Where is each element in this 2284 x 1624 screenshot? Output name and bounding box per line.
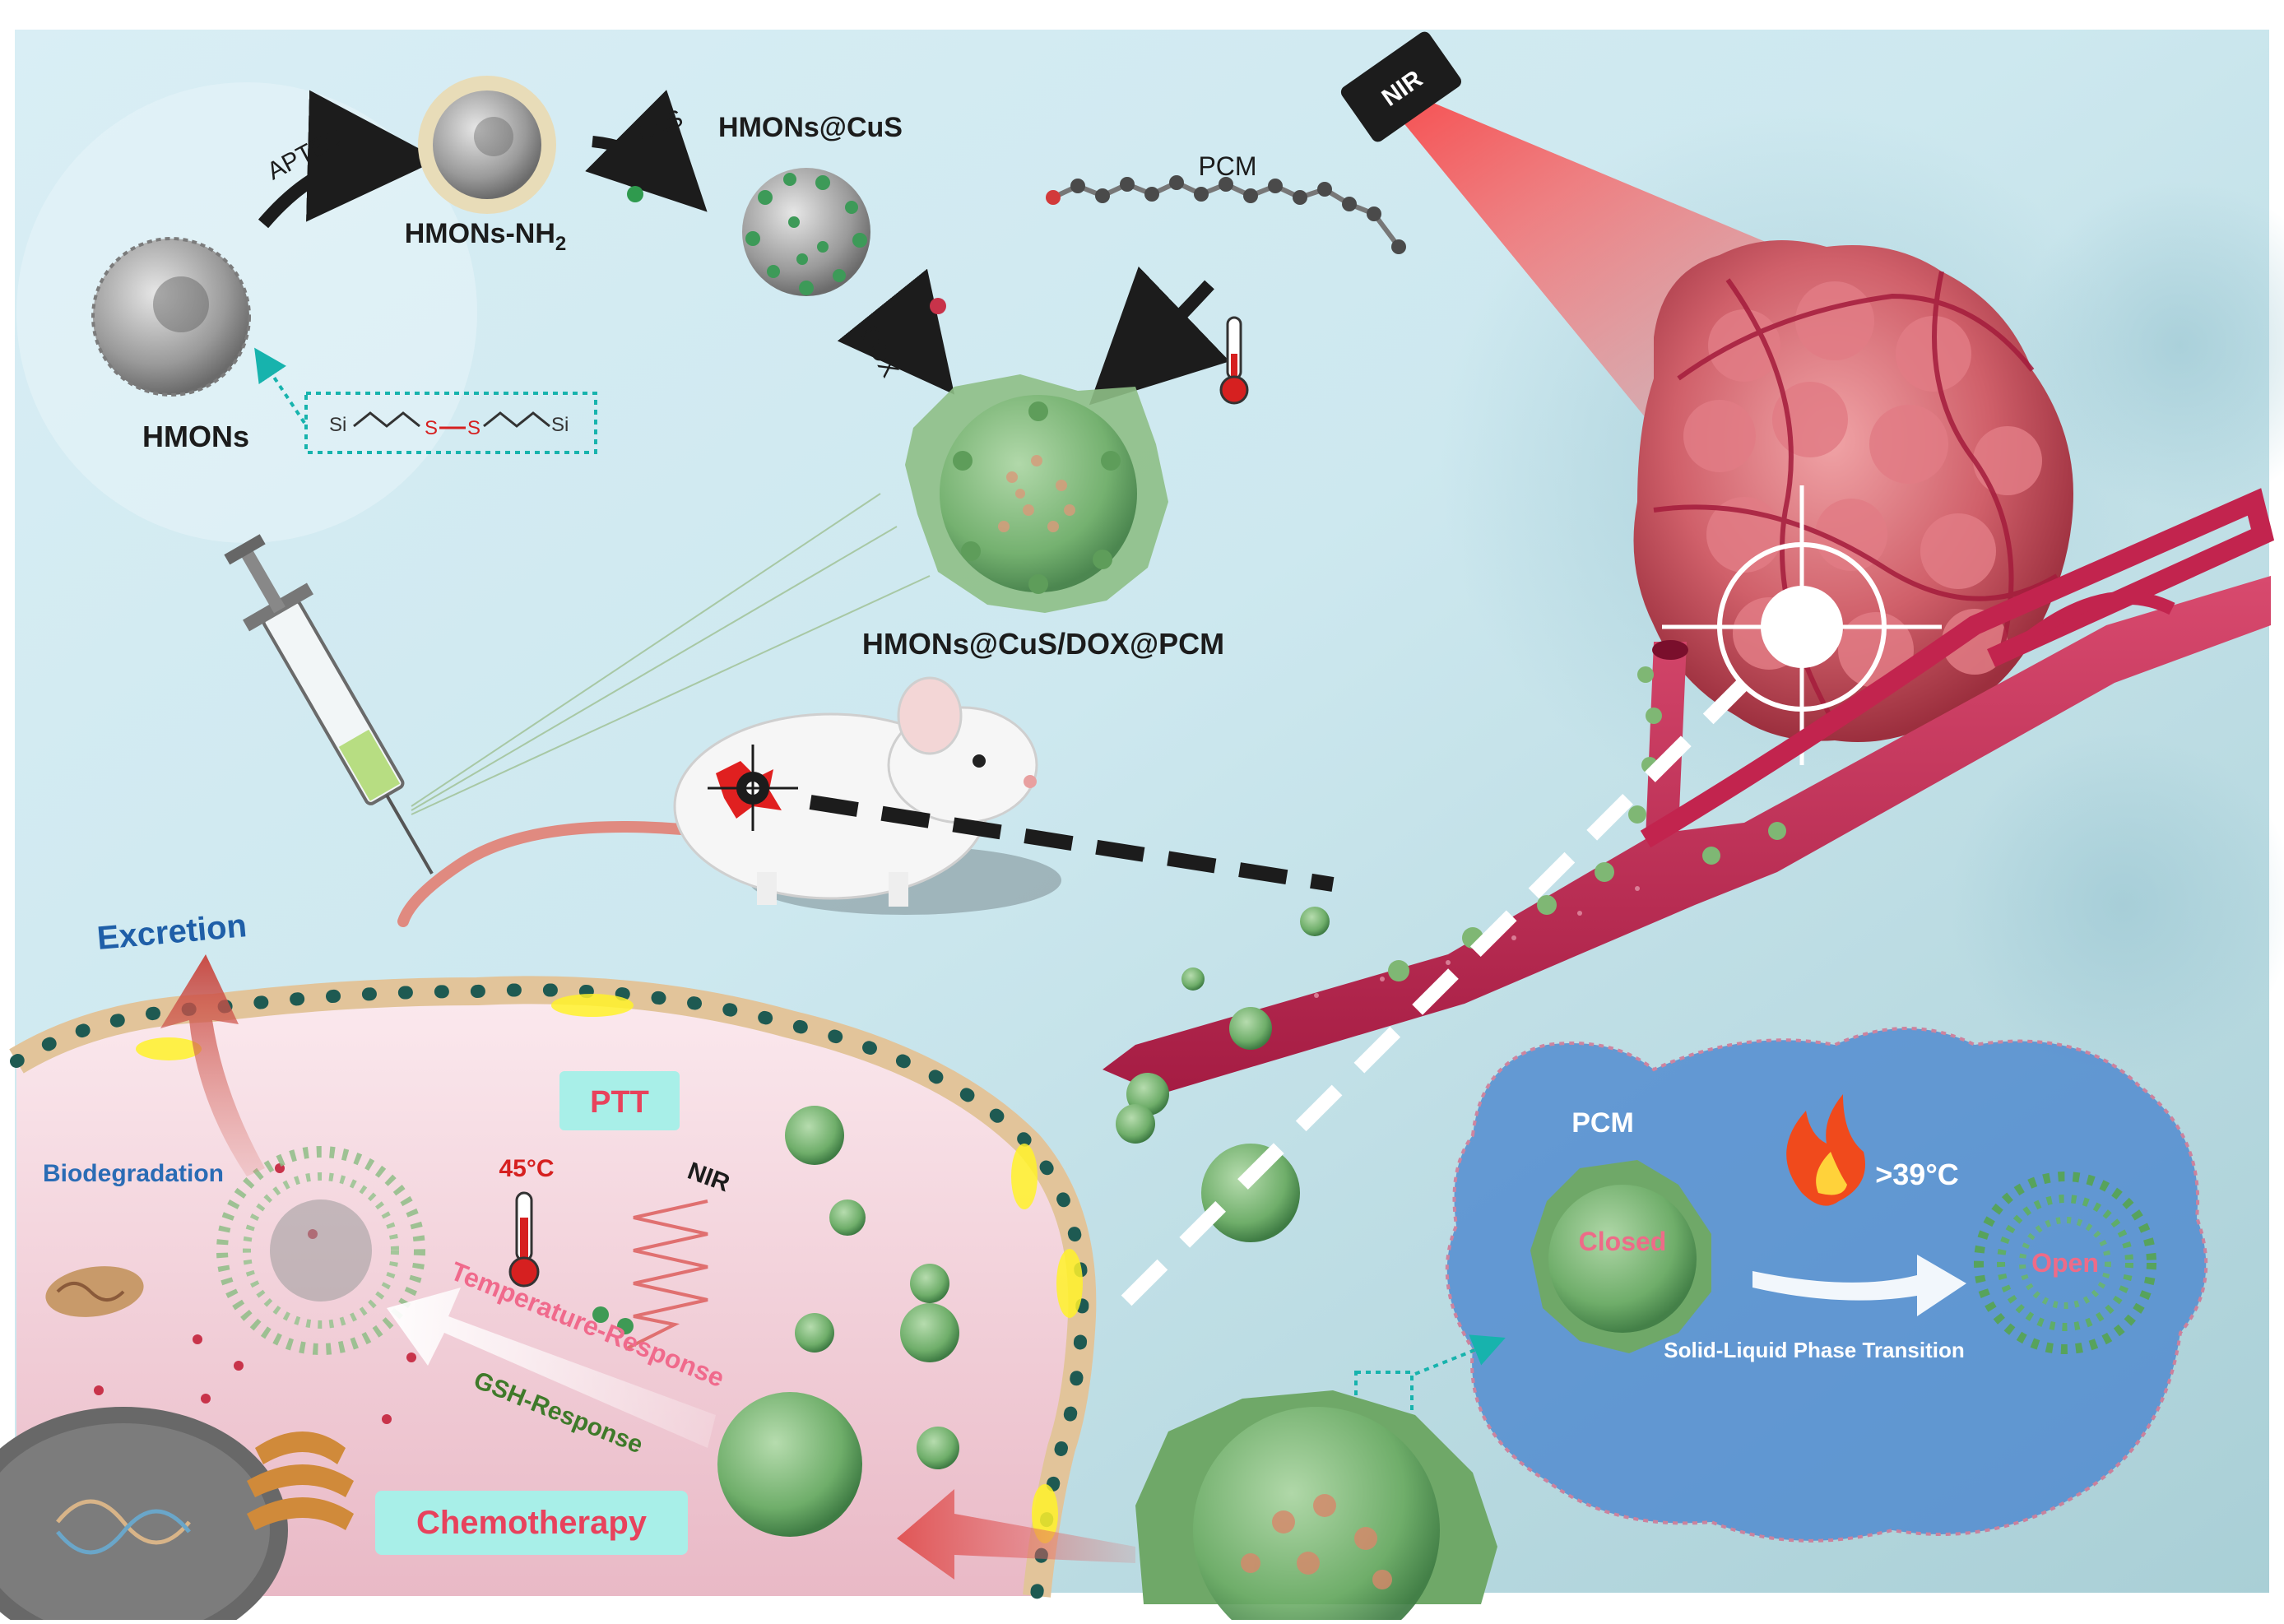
pcm-inset: PCM Closed >39°C Solid-Liquid Phase Tran… bbox=[1445, 1027, 2208, 1543]
open-label: Open bbox=[2031, 1248, 2099, 1278]
tumor bbox=[1633, 240, 2073, 742]
cus-dot bbox=[627, 186, 643, 202]
blood-vessel bbox=[1103, 488, 2275, 1094]
temperature-label: 45°C bbox=[499, 1155, 554, 1182]
disulfide-linker-box: Si S S Si bbox=[304, 392, 597, 454]
linker-si-right: Si bbox=[551, 414, 569, 436]
background-cell bbox=[1950, 732, 2284, 1078]
closed-particle bbox=[1530, 1160, 1711, 1353]
linker-pointer-arrow bbox=[254, 347, 306, 425]
hmons-particle bbox=[91, 237, 251, 397]
threshold-label: >39°C bbox=[1875, 1158, 1958, 1191]
ptt-badge bbox=[559, 1071, 680, 1130]
transition-label: Solid-Liquid Phase Transition bbox=[1664, 1338, 1964, 1362]
target-mark-icon bbox=[708, 745, 798, 831]
syringe-icon bbox=[224, 534, 434, 875]
chemotherapy-label: Chemotherapy bbox=[416, 1505, 648, 1541]
hmons-cus-particle bbox=[742, 168, 870, 296]
pcm-arrow bbox=[1089, 266, 1230, 406]
aptes-arrow bbox=[258, 90, 439, 229]
thermometer-icon bbox=[1219, 316, 1249, 405]
inset-pcm-label: PCM bbox=[1571, 1107, 1634, 1139]
phase-transition-arrow bbox=[1752, 1255, 1966, 1316]
excretion-arrow bbox=[160, 954, 265, 1176]
large-nanoparticle bbox=[1135, 1390, 1497, 1624]
product-label: HMONs@CuS/DOX@PCM bbox=[862, 627, 1224, 661]
golgi-apparatus bbox=[247, 1431, 354, 1530]
linker-si-left: Si bbox=[329, 414, 346, 436]
hmons-nh2-particle bbox=[418, 76, 556, 214]
biodegradation-label: Biodegradation bbox=[43, 1160, 224, 1187]
linker-s1: S bbox=[425, 417, 438, 439]
injection-lines bbox=[411, 493, 931, 815]
ptt-label: PTT bbox=[590, 1085, 649, 1120]
pcm-label: PCM bbox=[1198, 151, 1256, 181]
cus-arrow bbox=[585, 90, 708, 212]
dox-arrow bbox=[837, 268, 955, 395]
hmons-label: HMONs bbox=[142, 420, 249, 453]
mouse-to-vessel-connector bbox=[809, 795, 1335, 892]
chemotherapy-badge bbox=[375, 1491, 688, 1555]
tumor-to-cell-connector bbox=[1105, 677, 1750, 1322]
flame-icon bbox=[1786, 1094, 1865, 1206]
open-particle bbox=[1974, 1172, 2156, 1354]
pcm-molecule bbox=[1046, 175, 1406, 254]
hmons-cus-label: HMONs@CuS bbox=[718, 112, 903, 143]
degrading-particle bbox=[216, 1146, 425, 1355]
circulating-nanoparticles bbox=[1116, 907, 1330, 1242]
cell-entry-arrow bbox=[897, 1489, 1135, 1580]
product-particle bbox=[905, 374, 1168, 613]
nir-wave bbox=[624, 1199, 708, 1351]
background-cell bbox=[2016, 181, 2284, 510]
synthesis-route: HMONs APTES HMONs-NH2 CuS HMONs@CuS bbox=[91, 76, 1406, 661]
hmons-nh2-label: HMONs-NH2 bbox=[405, 218, 567, 255]
mouse-illustration bbox=[397, 676, 1061, 927]
tumor-cell bbox=[0, 976, 1097, 1624]
cus-dot bbox=[617, 1318, 634, 1334]
closed-label: Closed bbox=[1579, 1227, 1667, 1256]
cus-dot bbox=[592, 1306, 609, 1323]
dox-dot bbox=[930, 298, 946, 314]
cell-thermometer-icon bbox=[508, 1191, 540, 1288]
linker-s2: S bbox=[467, 417, 480, 439]
response-arrow bbox=[387, 1288, 716, 1448]
zoom-pointer-arrow bbox=[1414, 1334, 1506, 1376]
crosshair-icon bbox=[1662, 485, 1942, 765]
